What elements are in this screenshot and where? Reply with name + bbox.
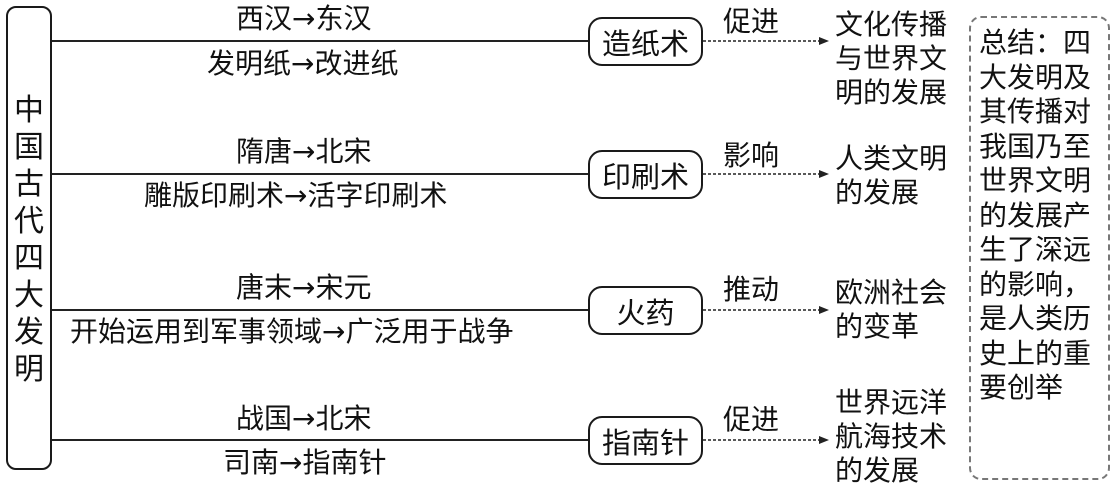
period-label-2: 隋唐→北宋 (236, 135, 372, 168)
outcome-text-1: 文化传播与世界文明的发展 (835, 8, 948, 109)
invention-node-compass: 指南针 (588, 416, 703, 465)
period-label-1: 西汉→东汉 (236, 2, 372, 35)
change-label-2: 雕版印刷术→活字印刷术 (144, 179, 448, 212)
period-label-3: 唐末→宋元 (236, 271, 372, 304)
invention-node-printing: 印刷术 (588, 150, 703, 199)
change-label-3: 开始运用到军事领域→广泛用于战争 (70, 315, 514, 348)
invention-node-papermaking: 造纸术 (588, 17, 703, 66)
change-label-1: 发明纸→改进纸 (207, 47, 399, 80)
relation-label-3: 推动 (723, 273, 780, 306)
summary-box (969, 16, 1110, 480)
relation-label-2: 影响 (723, 139, 780, 172)
invention-node-gunpowder: 火药 (588, 286, 703, 335)
summary-text: 总结：四大发明及其传播对我国乃至世界文明的发展产生了深远的影响，是人类历史上的重… (979, 26, 1092, 404)
outcome-text-2: 人类文明的发展 (835, 142, 948, 209)
outcome-text-4: 世界远洋航海技术的发展 (835, 386, 948, 487)
relation-label-4: 促进 (723, 403, 780, 436)
period-label-4: 战国→北宋 (236, 402, 372, 435)
root-title: 中国古代四大发明 (14, 93, 44, 387)
change-label-4: 司南→指南针 (223, 446, 387, 479)
root-box (6, 6, 52, 470)
outcome-text-3: 欧洲社会的变革 (835, 276, 948, 343)
relation-label-1: 促进 (723, 5, 780, 38)
